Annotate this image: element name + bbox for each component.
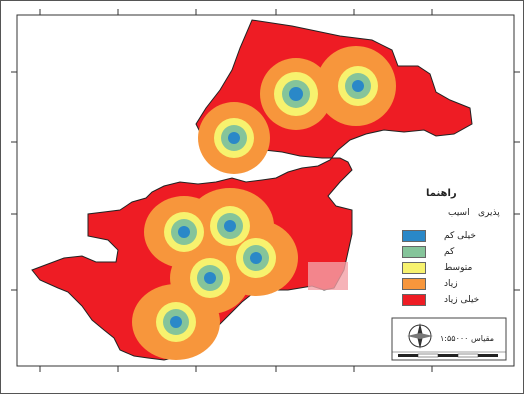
legend-label-high: زیاد [444, 279, 458, 289]
legend-label-medium: متوسط [444, 263, 473, 273]
legend-swatch-very-high [402, 294, 426, 306]
legend-title-left: اسیب [448, 208, 470, 218]
legend-swatch-medium [402, 262, 426, 274]
legend-swatch-very-low [402, 230, 426, 242]
legend-title-right: پذیری [478, 208, 500, 218]
legend-swatch-high [402, 278, 426, 290]
legend-swatch-low [402, 246, 426, 258]
scale-label: مقیاس ۱:۵۵۰۰۰ [440, 334, 494, 343]
compass-icon [407, 323, 433, 349]
frame-ticks [11, 9, 520, 372]
scale-box [391, 317, 507, 361]
legend-label-low: کم [444, 247, 455, 257]
light-patch [308, 262, 348, 290]
very-low-zones [170, 80, 364, 328]
scale-bar [398, 353, 498, 358]
legend-label-very-high: خیلی زیاد [444, 295, 480, 305]
legend-heading: راهنما [426, 188, 457, 199]
legend-label-very-low: خیلی کم [444, 231, 476, 241]
